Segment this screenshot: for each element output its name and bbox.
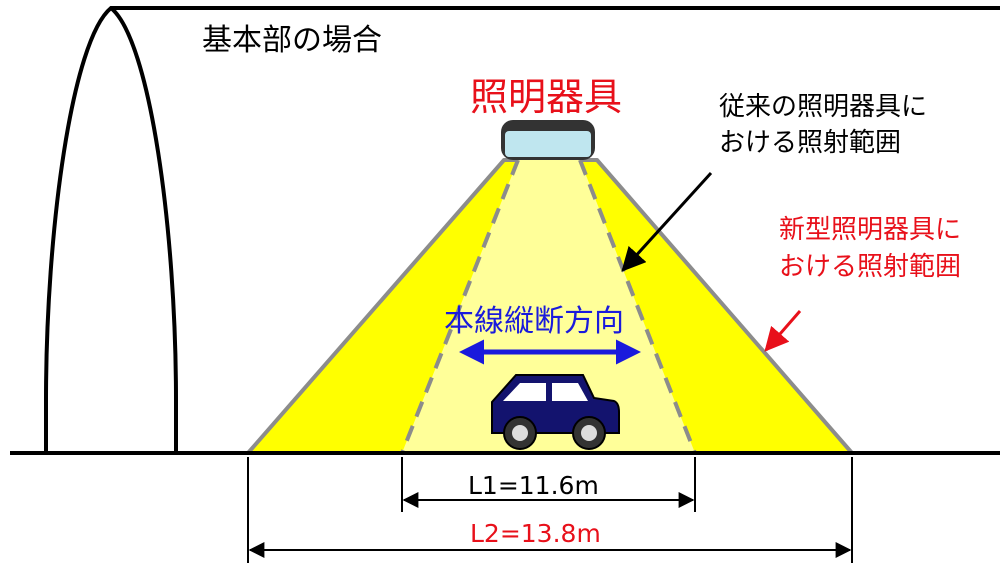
dimension-l2-label: L2=13.8m <box>470 519 601 548</box>
conventional-range-label-line-1: 従来の照明器具に <box>719 92 928 122</box>
new-range-label-line-1: 新型照明器具に <box>779 215 962 245</box>
dimension-l1-label: L1=11.6m <box>468 471 599 500</box>
new-callout-arrow <box>764 310 802 352</box>
luminaire-icon <box>501 120 595 160</box>
conventional-range-label-line-2: おける照射範囲 <box>719 128 902 158</box>
direction-label: 本線縦断方向 <box>444 304 624 339</box>
tunnel-lining-inner <box>109 6 178 453</box>
conventional-beam-area <box>402 160 695 453</box>
fixture-label: 照明器具 <box>470 75 623 119</box>
conventional-beam-edge-left <box>400 159 520 454</box>
scene-title: 基本部の場合 <box>202 23 382 58</box>
new-range-label-line-2: おける照射範囲 <box>779 252 962 282</box>
conventional-beam-edge-right <box>578 159 697 454</box>
tunnel-lining <box>44 6 1000 453</box>
car-icon <box>491 374 620 450</box>
conventional-callout-arrow <box>621 171 713 272</box>
